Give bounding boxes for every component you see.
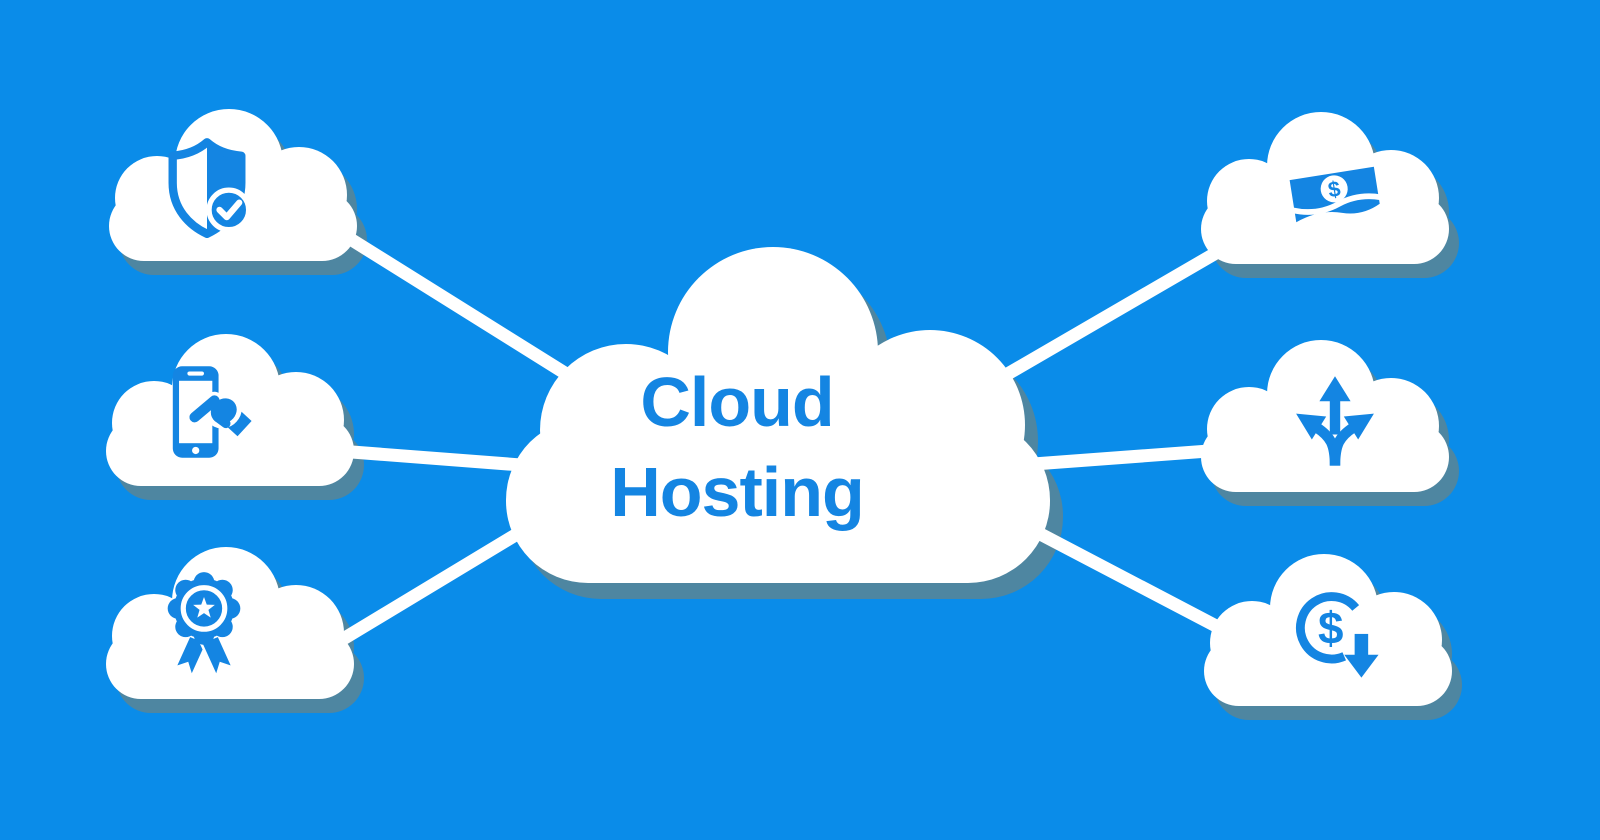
shield-check-icon (168, 138, 252, 238)
node-quality-award (100, 543, 360, 703)
title-line-2: Hosting (610, 452, 865, 531)
dollar-down-icon: $ (1296, 592, 1379, 678)
banknote-dollar-icon: $ (1289, 166, 1382, 223)
title-line-1: Cloud (640, 363, 834, 441)
dollar-glyph: $ (1326, 176, 1342, 203)
diagram-title: Cloud Hosting (498, 358, 976, 537)
three-way-arrows-icon (1296, 376, 1374, 466)
award-ribbon-icon (167, 572, 241, 681)
node-money: $ (1195, 108, 1455, 268)
smartphone-touch-icon (172, 366, 252, 458)
node-flexibility (1195, 336, 1455, 496)
node-cost-reduction: $ (1198, 550, 1458, 710)
dollar-glyph: $ (1318, 602, 1343, 653)
node-security (103, 105, 363, 265)
node-mobile-access (100, 330, 360, 490)
node-cloud-hosting-center: Cloud Hosting (498, 240, 1058, 590)
